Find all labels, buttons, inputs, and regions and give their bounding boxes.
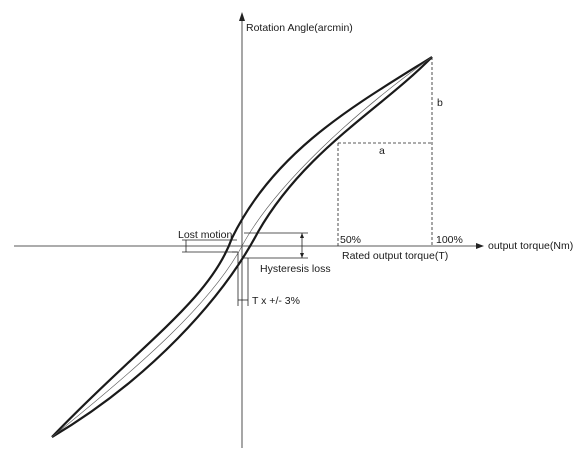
x-axis-arrow bbox=[476, 243, 484, 249]
annotation-b: b bbox=[437, 97, 443, 109]
hysteresis-loss-label: Hysteresis loss bbox=[260, 263, 331, 275]
annotation-a: a bbox=[379, 145, 385, 157]
tick-100-percent: 100% bbox=[436, 234, 463, 246]
hysteresis-arrow-down bbox=[300, 253, 304, 258]
y-axis-arrow bbox=[239, 12, 245, 21]
rated-torque-label: Rated output torque(T) bbox=[342, 250, 448, 262]
x-axis-label: output torque(Nm) bbox=[488, 240, 573, 252]
hysteresis-lower-curve bbox=[51, 56, 433, 438]
tolerance-label: T x +/- 3% bbox=[252, 295, 300, 307]
hysteresis-mid-curve bbox=[51, 56, 433, 438]
tick-50-percent: 50% bbox=[340, 234, 361, 246]
lost-motion-label: Lost motion bbox=[178, 229, 232, 241]
y-axis-label: Rotation Angle(arcmin) bbox=[246, 22, 353, 34]
hysteresis-upper-curve bbox=[51, 56, 433, 438]
hysteresis-arrow-up bbox=[300, 233, 304, 238]
